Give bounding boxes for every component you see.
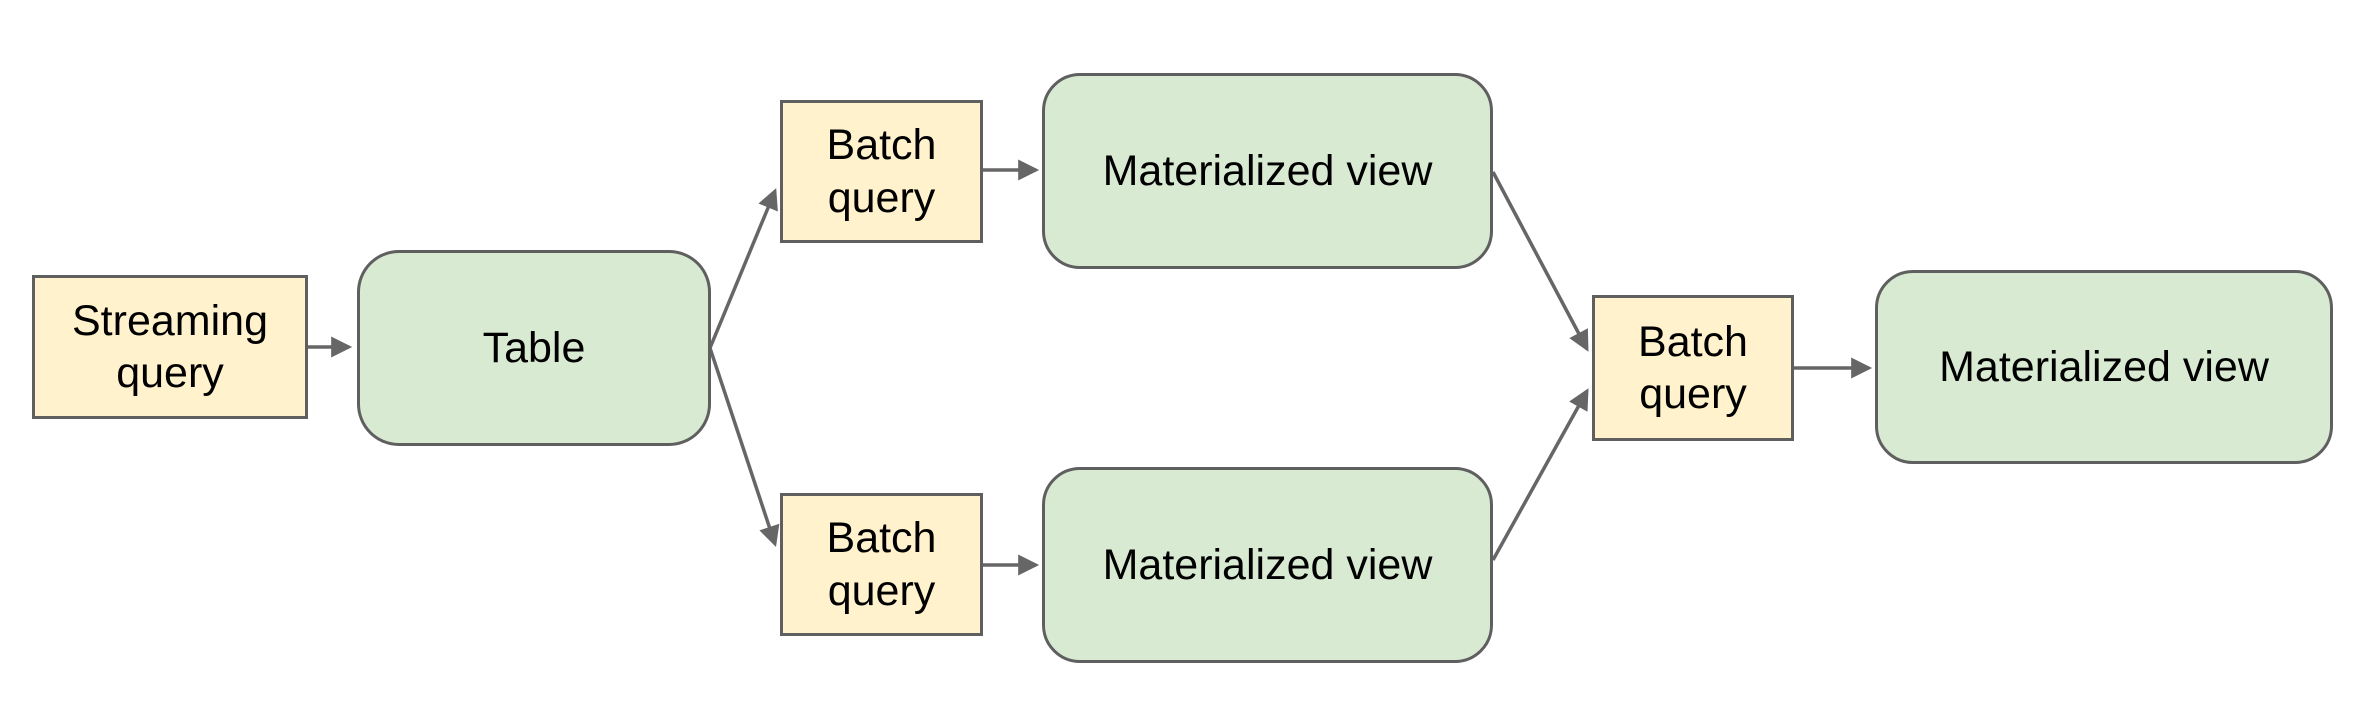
node-materialized-view-right: Materialized view xyxy=(1875,270,2333,464)
node-streaming-query: Streaming query xyxy=(32,275,308,419)
edge-table-to-batch-query-top xyxy=(708,188,778,349)
node-batch-query-right: Batch query xyxy=(1592,295,1794,441)
node-batch-query-bottom: Batch query xyxy=(780,493,983,636)
node-batch-query-top: Batch query xyxy=(780,100,983,243)
node-label-streaming-query: Streaming query xyxy=(72,296,268,397)
edge-table-to-batch-query-bottom xyxy=(708,347,780,547)
edge-mv-bottom-to-batch-query-right xyxy=(1491,388,1589,561)
node-materialized-view-bottom: Materialized view xyxy=(1042,467,1493,663)
node-label-materialized-view-right: Materialized view xyxy=(1939,342,2269,391)
node-label-materialized-view-bottom: Materialized view xyxy=(1102,540,1433,589)
edge-mv-top-to-batch-query-right xyxy=(1491,171,1589,352)
node-label-batch-query-bottom: Batch query xyxy=(826,514,937,615)
node-label-batch-query-right: Batch query xyxy=(1638,317,1748,418)
node-label-batch-query-top: Batch query xyxy=(826,121,937,222)
node-table: Table xyxy=(357,250,711,446)
node-label-table: Table xyxy=(482,323,586,372)
node-label-materialized-view-top: Materialized view xyxy=(1102,146,1433,195)
node-materialized-view-top: Materialized view xyxy=(1042,73,1493,269)
